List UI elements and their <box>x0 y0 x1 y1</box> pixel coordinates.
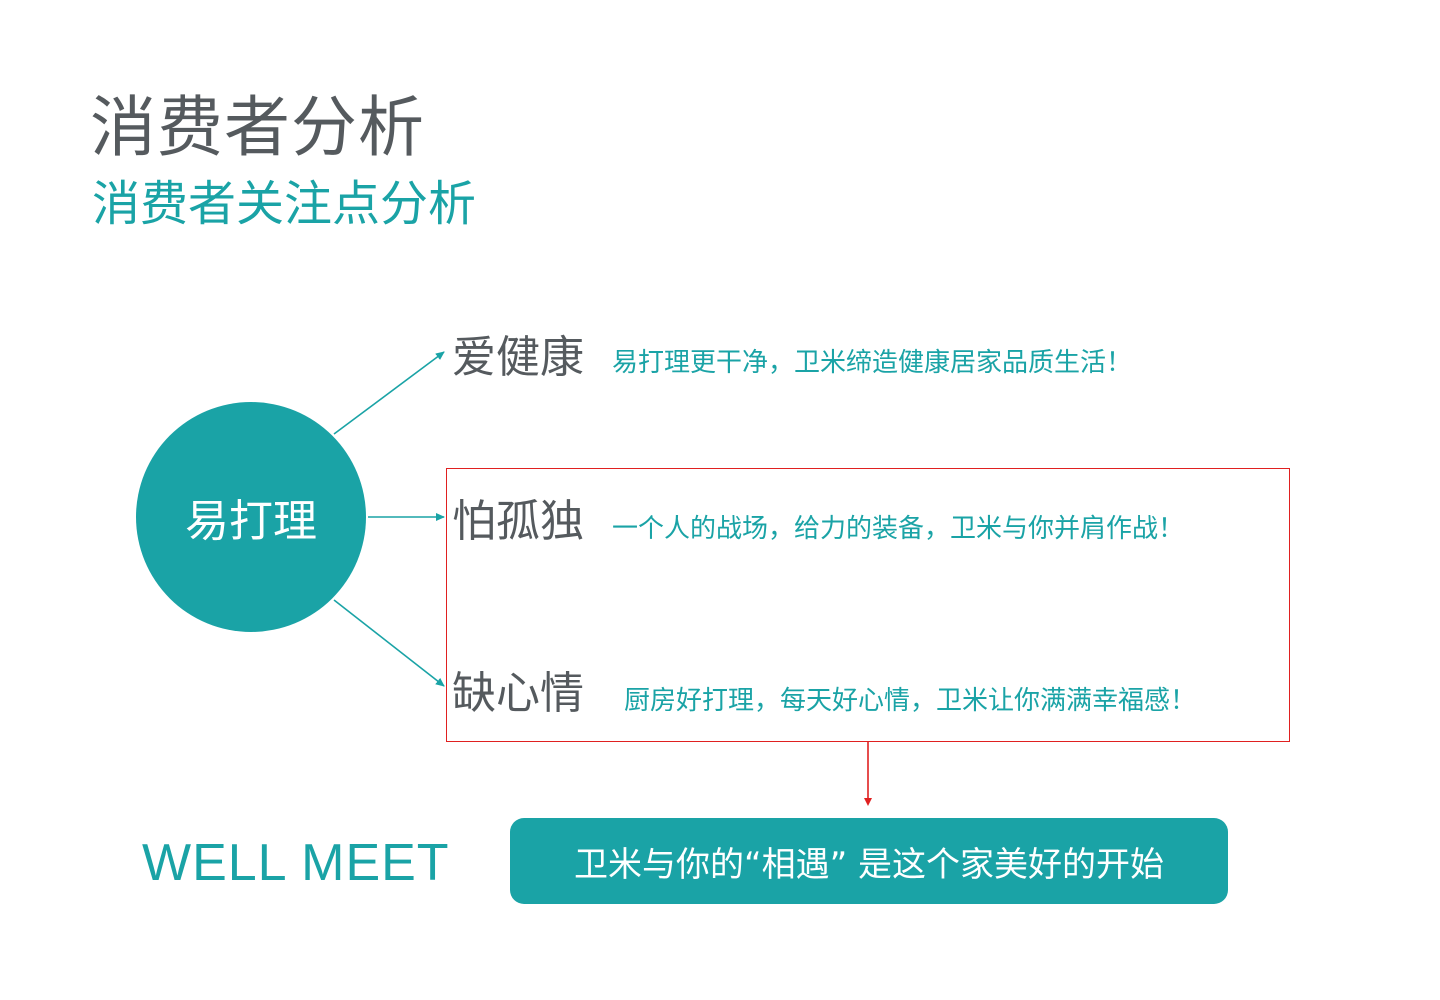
arrow-to-mood <box>333 599 445 687</box>
arrow-to-slogan-head <box>864 798 872 806</box>
desc-mood: 厨房好打理，每天好心情，卫米让你满满幸福感！ <box>624 686 1197 716</box>
hub-circle: 易打理 <box>136 402 366 632</box>
topic-health: 爱健康 <box>452 332 584 383</box>
topic-mood: 缺心情 <box>452 668 584 719</box>
desc-loneliness: 一个人的战场，给力的装备，卫米与你并肩作战！ <box>612 514 1185 544</box>
slogan-box: 卫米与你的“相遇” 是这个家美好的开始 <box>510 818 1228 904</box>
page-subtitle: 消费者关注点分析 <box>92 176 477 232</box>
desc-health: 易打理更干净，卫米缔造健康居家品质生活！ <box>612 348 1133 378</box>
slogan-text: 卫米与你的“相遇” 是这个家美好的开始 <box>573 844 1165 885</box>
highlight-box <box>446 468 1290 742</box>
arrow-to-health <box>333 351 445 435</box>
topic-loneliness: 怕孤独 <box>452 496 584 547</box>
page-title: 消费者分析 <box>90 89 425 166</box>
brand-name: WELL MEET <box>142 834 450 892</box>
hub-label: 易打理 <box>185 496 317 547</box>
